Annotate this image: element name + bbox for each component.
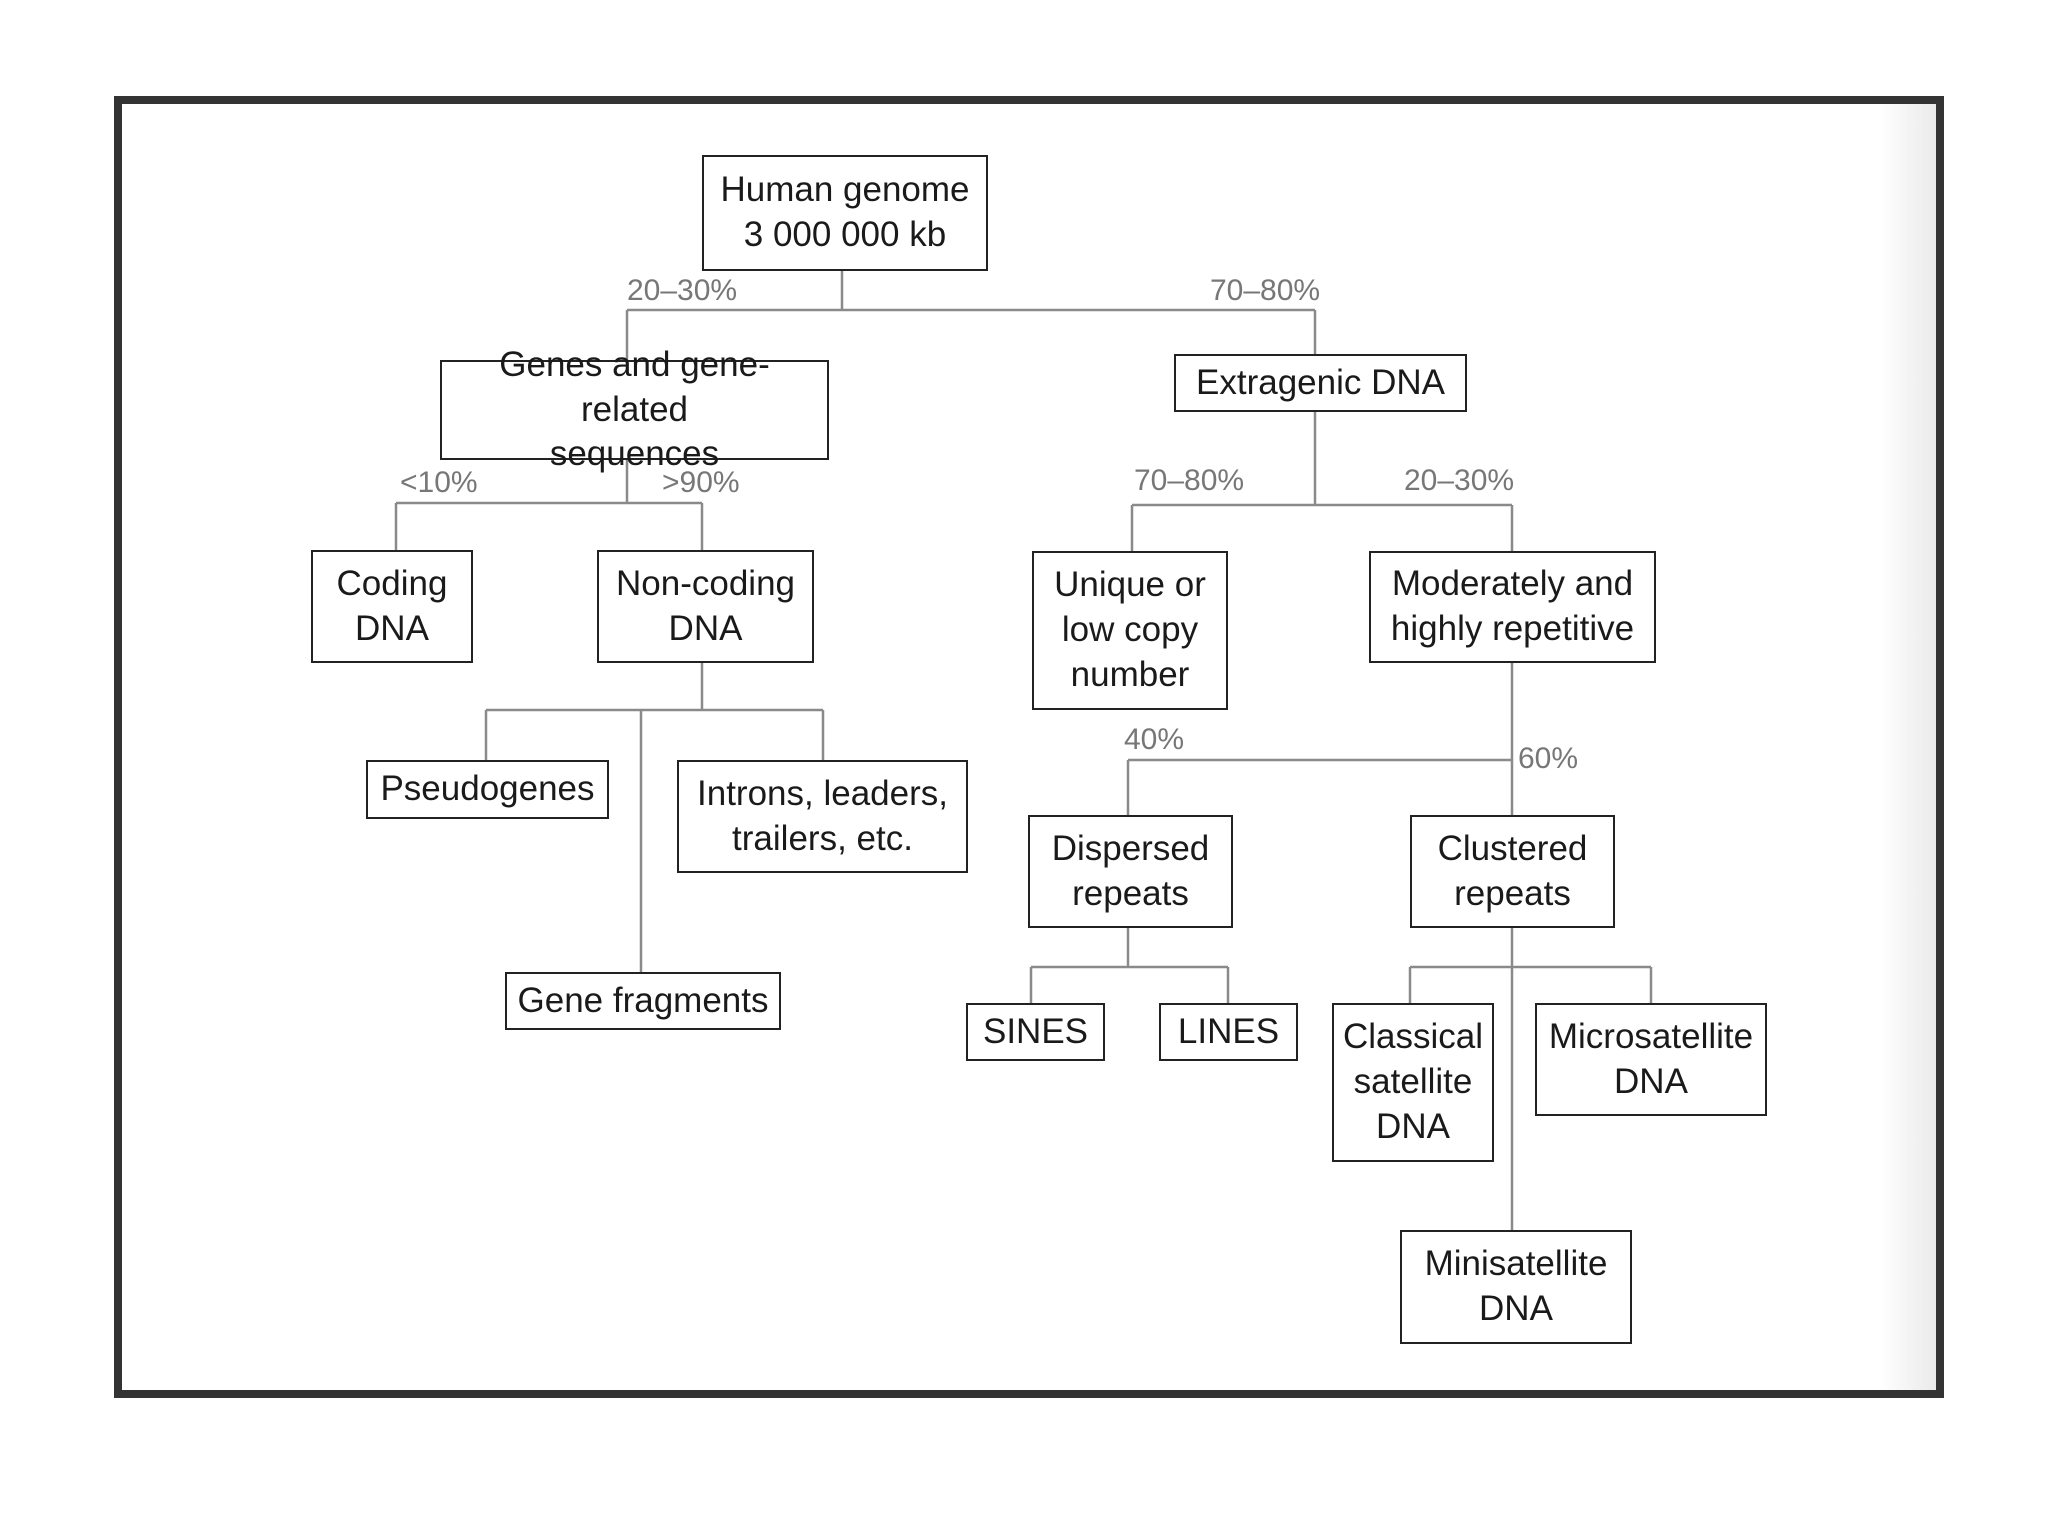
node-human-genome: Human genome 3 000 000 kb xyxy=(702,155,988,271)
node-coding-label: Coding DNA xyxy=(336,563,448,648)
node-moderately-highly-repetitive: Moderately and highly repetitive xyxy=(1369,551,1656,663)
node-pseudogenes-label: Pseudogenes xyxy=(380,769,595,809)
node-pseudogenes: Pseudogenes xyxy=(366,760,609,819)
node-genes-and-gene-related: Genes and gene-related sequences xyxy=(440,345,829,473)
node-clustered-label: Clustered repeats xyxy=(1437,828,1588,913)
pct-noncoding: >90% xyxy=(662,466,740,499)
node-gene-fragments: Gene fragments xyxy=(505,972,781,1030)
node-introns-label: Introns, leaders, trailers, etc. xyxy=(697,773,948,858)
node-introns-leaders-trailers: Introns, leaders, trailers, etc. xyxy=(677,760,968,873)
node-microsatellite-dna: Microsatellite DNA xyxy=(1535,1003,1767,1116)
pct-clustered: 60% xyxy=(1518,742,1579,775)
pct-extragenic: 70–80% xyxy=(1210,274,1321,307)
node-extragenic-label: Extragenic DNA xyxy=(1196,362,1445,402)
node-gene-fragments-label: Gene fragments xyxy=(517,980,769,1020)
node-repetitive-label: Moderately and highly repetitive xyxy=(1390,564,1635,648)
pct-genes: 20–30% xyxy=(627,274,738,307)
node-coding-dna: Coding DNA xyxy=(311,550,473,663)
node-unique-low-copy: Unique or low copy number xyxy=(1032,551,1228,710)
node-human-genome-label: Human genome 3 000 000 kb xyxy=(720,170,970,254)
node-sines: SINES xyxy=(966,1003,1105,1061)
node-classical-satellite-dna: Classical satellite DNA xyxy=(1332,1003,1494,1162)
node-classical-label: Classical satellite DNA xyxy=(1342,1017,1484,1146)
node-dispersed-label: Dispersed repeats xyxy=(1051,828,1210,913)
node-lines-label: LINES xyxy=(1177,1011,1280,1051)
pct-dispersed: 40% xyxy=(1124,723,1185,756)
node-dispersed-repeats: Dispersed repeats xyxy=(1028,815,1233,928)
node-unique-label: Unique or low copy number xyxy=(1054,565,1206,694)
node-lines: LINES xyxy=(1159,1003,1298,1061)
node-minisatellite-dna: Minisatellite DNA xyxy=(1400,1230,1632,1344)
node-minisatellite-label: Minisatellite DNA xyxy=(1424,1244,1608,1328)
diagram-frame xyxy=(114,96,1944,1398)
node-genes-label: Genes and gene-related sequences xyxy=(499,344,770,474)
node-sines-label: SINES xyxy=(982,1011,1089,1051)
pct-unique: 70–80% xyxy=(1134,464,1245,497)
node-noncoding-label: Non-coding DNA xyxy=(616,563,795,648)
node-non-coding-dna: Non-coding DNA xyxy=(597,550,814,663)
node-clustered-repeats: Clustered repeats xyxy=(1410,815,1615,928)
node-microsatellite-label: Microsatellite DNA xyxy=(1548,1016,1754,1101)
pct-coding: <10% xyxy=(400,466,478,499)
pct-repetitive: 20–30% xyxy=(1404,464,1515,497)
node-extragenic-dna: Extragenic DNA xyxy=(1174,354,1467,412)
